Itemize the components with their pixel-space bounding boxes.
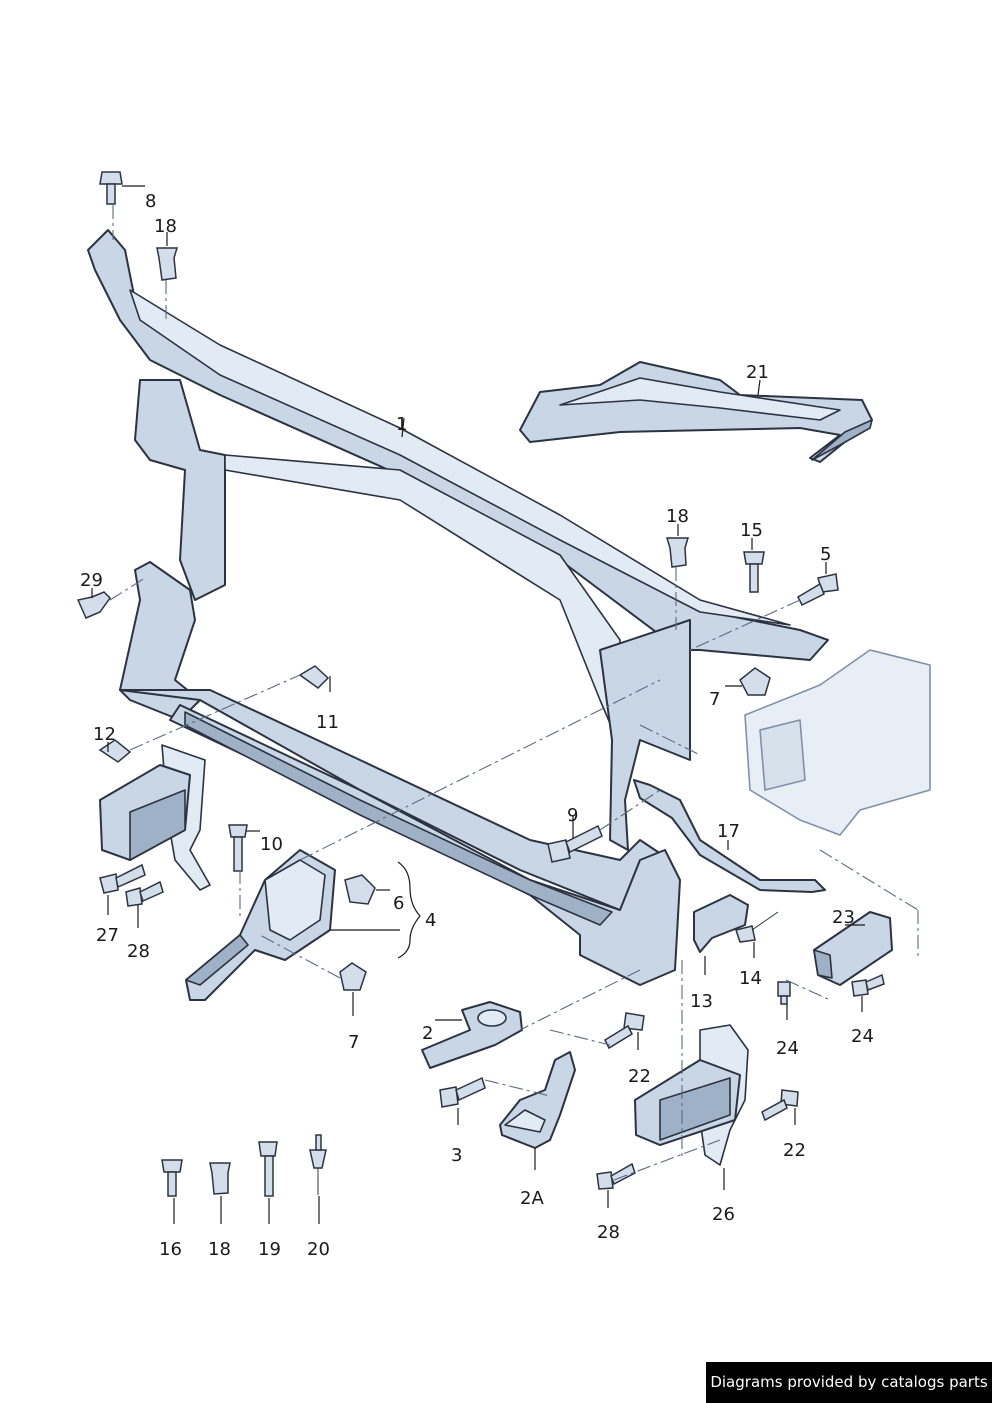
rivet-icon: [735, 911, 779, 943]
callout-7-upper: 7: [709, 689, 720, 710]
callout-numbers: 1 2 2A 3 4 5 6 7 7 8 9 10 11 12 13 14 15…: [80, 191, 874, 1260]
callout-18-right: 18: [666, 506, 689, 527]
crash-bracket-assembly: [185, 849, 336, 1001]
clip-nut-icon: [298, 665, 330, 689]
callout-22-right: 22: [783, 1140, 806, 1161]
bolt-icon: [99, 863, 146, 894]
callout-4: 4: [425, 910, 436, 931]
sensor-module: [813, 911, 893, 986]
callout-28-lower: 28: [597, 1222, 620, 1243]
callout-20: 20: [307, 1239, 330, 1260]
bolt-icon: [851, 973, 885, 997]
callout-28-left: 28: [127, 941, 150, 962]
lock-bracket: [421, 1001, 523, 1069]
callout-12: 12: [93, 724, 116, 745]
callout-14: 14: [739, 968, 762, 989]
callout-23: 23: [832, 907, 855, 928]
lock-carrier-frame: [87, 229, 829, 986]
rivet-nut-icon: [156, 247, 179, 281]
lock-support: [499, 1051, 576, 1149]
clip-nut-icon: [739, 667, 771, 696]
rivet-nut-icon: [665, 537, 690, 568]
callout-3: 3: [451, 1145, 462, 1166]
rivet-nut-icon: [76, 591, 111, 619]
callout-10: 10: [260, 834, 283, 855]
callout-26: 26: [712, 1204, 735, 1225]
vehicle-body-ghost: [744, 649, 931, 836]
callout-17: 17: [717, 821, 740, 842]
bolt-icon: [99, 171, 123, 205]
bolt-icon: [125, 880, 164, 907]
assembly-lines: [109, 205, 919, 1181]
rivet-nut-icon: [209, 1162, 231, 1195]
callout-24-right: 24: [851, 1026, 874, 1047]
bracket-strip: [633, 779, 826, 893]
callout-18-legend: 18: [208, 1239, 231, 1260]
clip-nut-icon: [344, 874, 376, 905]
callout-15: 15: [740, 520, 763, 541]
rivet-icon: [309, 1134, 327, 1195]
callout-22-left: 22: [628, 1066, 651, 1087]
callout-8: 8: [145, 191, 156, 212]
callout-13: 13: [690, 991, 713, 1012]
air-guide: [519, 361, 873, 463]
callout-11: 11: [316, 712, 339, 733]
small-bracket: [693, 894, 749, 953]
callout-2: 2: [422, 1023, 433, 1044]
callout-24-left: 24: [776, 1038, 799, 1059]
callout-1: 1: [396, 414, 407, 435]
bolt-icon: [439, 1076, 486, 1108]
callout-5: 5: [820, 544, 831, 565]
left-bracket: [99, 744, 211, 891]
callout-29: 29: [80, 570, 103, 591]
credit-banner: Diagrams provided by catalogs parts: [706, 1362, 992, 1403]
callout-7-lower: 7: [348, 1032, 359, 1053]
right-bracket: [634, 1024, 749, 1166]
bolt-icon: [596, 1162, 636, 1190]
callout-19: 19: [258, 1239, 281, 1260]
callout-18-top: 18: [154, 216, 177, 237]
callout-27: 27: [96, 925, 119, 946]
callout-9: 9: [567, 805, 578, 826]
callout-6: 6: [393, 893, 404, 914]
bolt-icon: [761, 1089, 799, 1122]
bolt-icon: [743, 551, 765, 593]
bolt-icon: [258, 1141, 278, 1197]
callout-2a: 2A: [520, 1188, 544, 1209]
bolt-icon: [797, 573, 839, 607]
bolt-icon: [777, 981, 791, 1005]
bolt-icon: [547, 824, 603, 863]
callout-21: 21: [746, 362, 769, 383]
clip-nut-icon: [339, 962, 367, 991]
bolt-icon: [604, 1012, 645, 1050]
leader-lines: [91, 185, 865, 1224]
bolt-icon: [228, 824, 248, 872]
callout-16: 16: [159, 1239, 182, 1260]
bolt-icon: [161, 1159, 183, 1197]
